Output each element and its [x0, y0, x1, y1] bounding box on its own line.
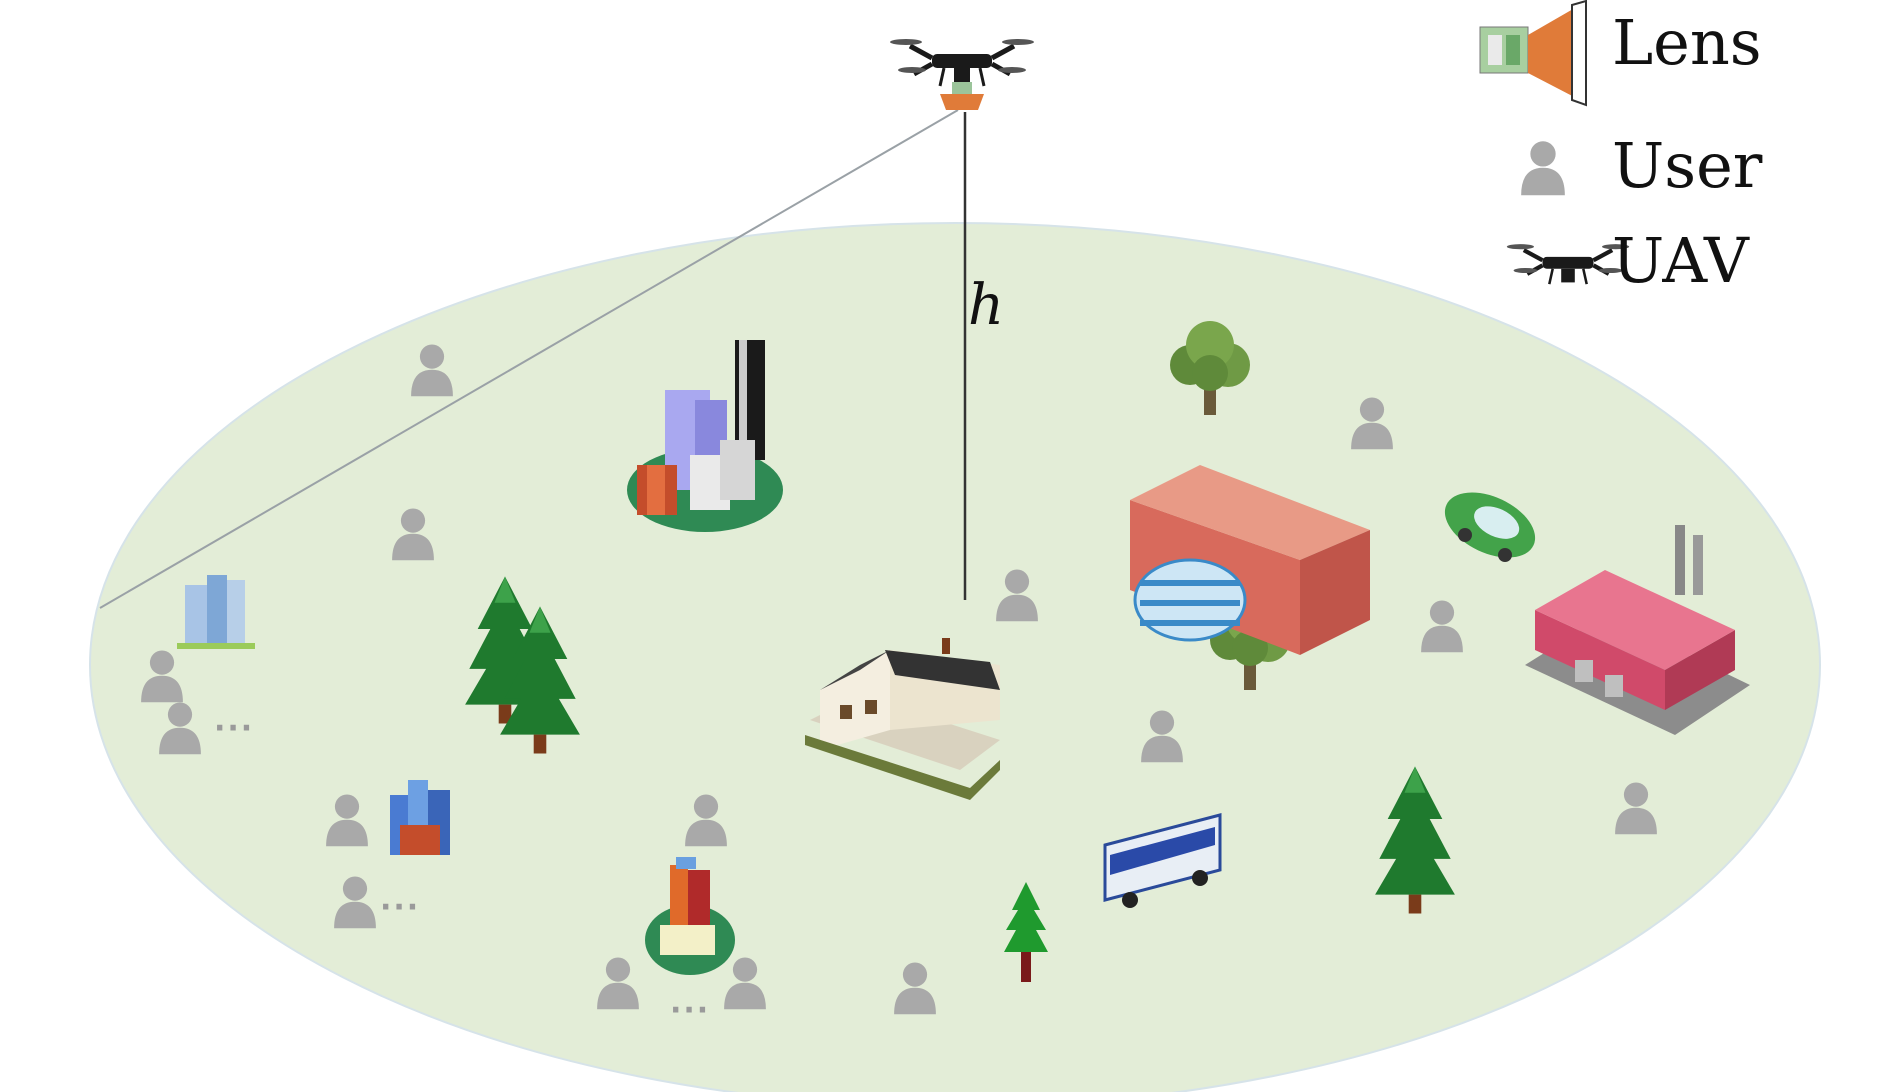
ellipsis-left: ··· [214, 711, 255, 746]
legend-uav-label: UAV [1612, 224, 1749, 297]
building-icon [645, 857, 735, 975]
building-icon [390, 780, 450, 855]
tree-icon [1004, 882, 1048, 982]
ellipsis-lower-left: ··· [380, 890, 421, 925]
legend-user-icon [1521, 141, 1565, 196]
bus-icon [1103, 813, 1222, 908]
building-icon [177, 575, 255, 649]
building-icon [627, 340, 783, 532]
legend-lens-label: Lens [1612, 6, 1762, 79]
ellipsis-bottom: ··· [670, 993, 711, 1028]
uav-link-line [99, 109, 959, 609]
height-label: h [968, 273, 1005, 338]
car-icon [1444, 492, 1536, 562]
uav-icon [890, 39, 1034, 110]
legend-uav-icon [1507, 244, 1629, 284]
lens-icon [940, 82, 984, 110]
legend-lens-icon [1479, 0, 1587, 107]
building-icon [1130, 465, 1370, 655]
factory-icon [1525, 525, 1750, 735]
house-icon [805, 638, 1000, 800]
legend-user-label: User [1612, 129, 1763, 202]
